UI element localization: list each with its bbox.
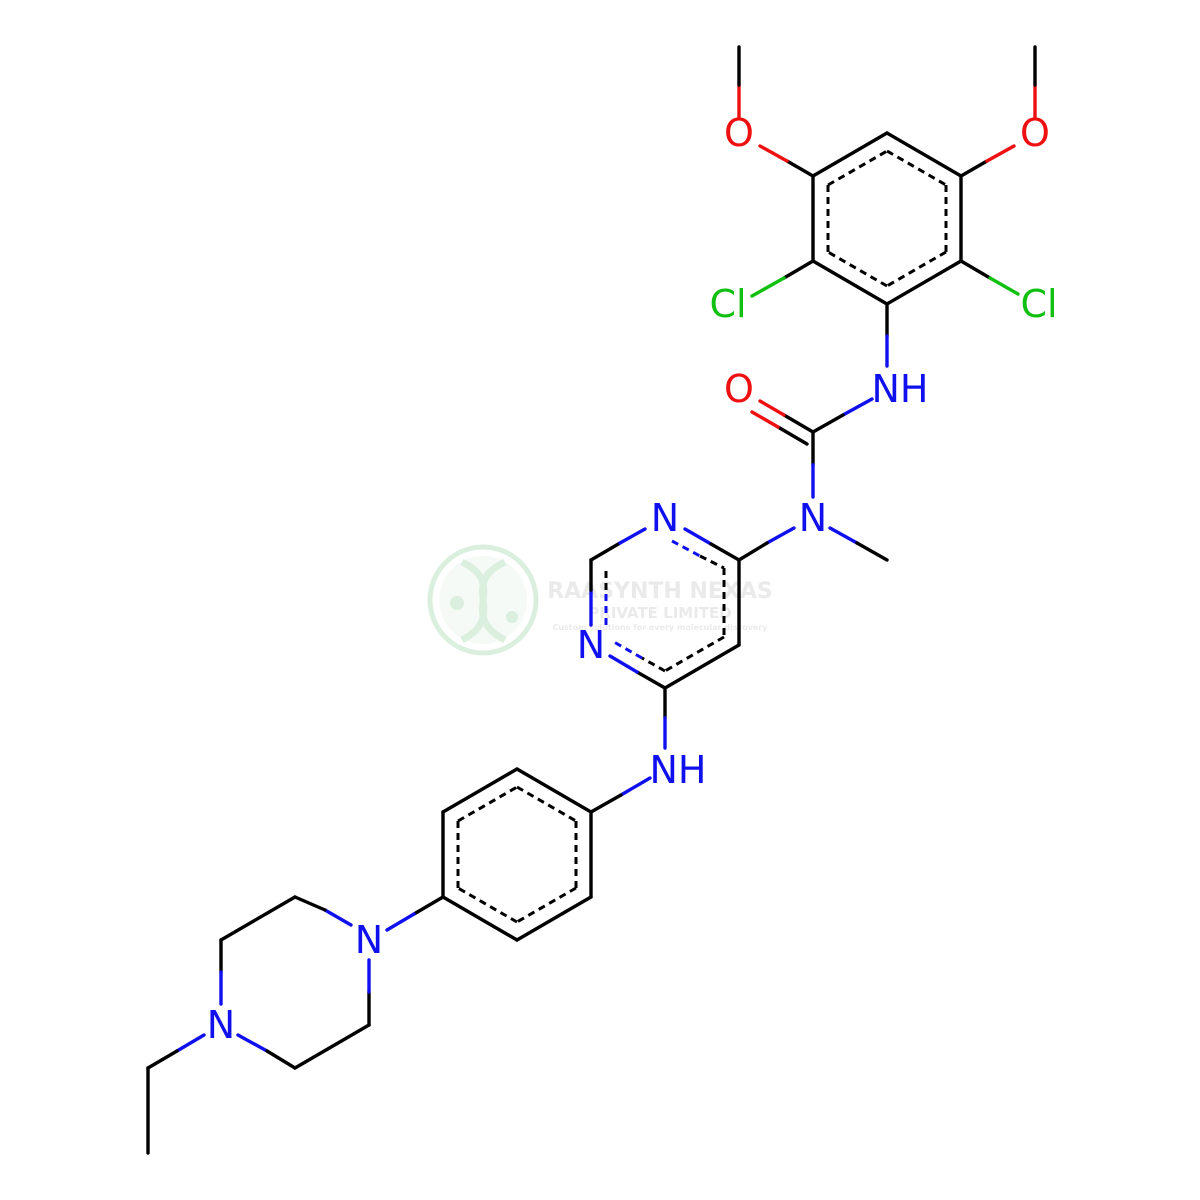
dichlorodimethoxyphenyl-ring — [811, 131, 963, 306]
anilino-linkage — [589, 686, 667, 814]
atom-cl-right: Cl — [1020, 282, 1057, 326]
watermark-logo-icon — [427, 544, 539, 656]
watermark: RAASYNTH NEXAS PRIVATE LIMITED Custom so… — [427, 544, 773, 656]
chloro-left — [750, 259, 815, 298]
atom-o-carbonyl: O — [724, 367, 754, 411]
atom-n-pyrimidine-top: N — [651, 496, 679, 540]
atom-n-pyrimidine-left: N — [577, 623, 605, 667]
atom-o-methoxy-left: O — [724, 111, 754, 155]
atom-o-methoxy-right: O — [1020, 111, 1050, 155]
watermark-tagline: Custom solutions for every molecular dis… — [552, 623, 768, 632]
watermark-subtitle: PRIVATE LIMITED — [588, 604, 731, 622]
chloro-right — [959, 259, 1020, 296]
atom-n-methyl: N — [799, 496, 827, 540]
urea-linkage — [737, 302, 889, 562]
pyrimidine-ring — [589, 527, 741, 690]
atom-nh-urea: NH — [872, 367, 929, 411]
ethyl-group — [146, 1033, 206, 1155]
watermark-company: RAASYNTH NEXAS — [547, 579, 773, 604]
phenyl-ring — [441, 767, 593, 942]
atom-n-piperazine-4: N — [207, 1003, 235, 1047]
atom-n-piperazine-1: N — [355, 918, 383, 962]
atom-cl-left: Cl — [709, 282, 746, 326]
atom-nh-aniline: NH — [650, 748, 707, 792]
methoxy-right — [959, 45, 1037, 178]
methoxy-left — [737, 45, 815, 178]
piperazine-ring — [219, 895, 445, 1070]
atom-labels: O O Cl Cl NH O N N N NH N N — [207, 111, 1058, 1047]
